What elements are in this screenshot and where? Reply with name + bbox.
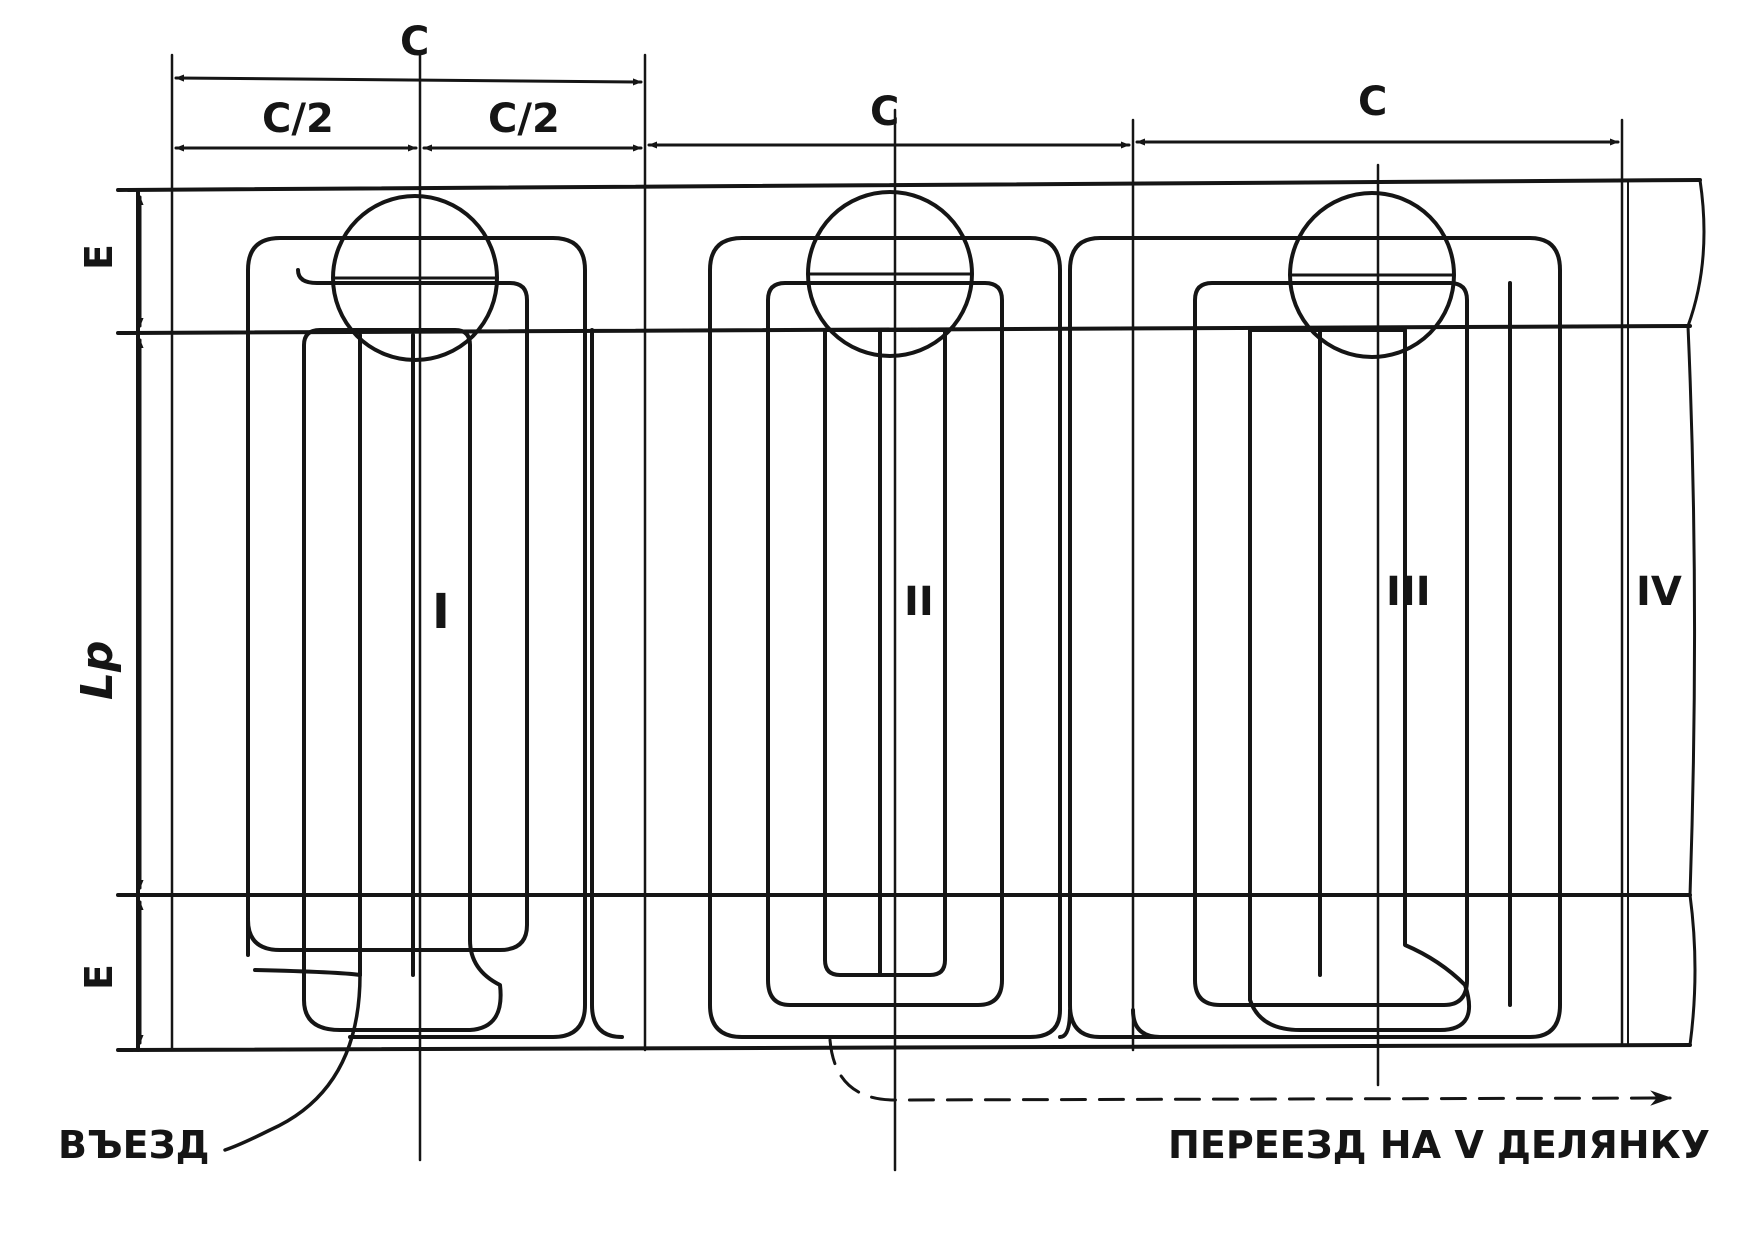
plot-2-passes [590,190,1072,1039]
entry-route [223,973,362,1152]
center-lines [418,53,1380,1172]
plot-3-label: III [1386,569,1431,615]
transfer-label: ПЕРЕЕЗД НА V ДЕЛЯНКУ [1168,1123,1710,1167]
dim-e-bottom-label: E [77,964,121,990]
dim-c-right-label: C [1358,79,1387,125]
dim-c-top-label: C [400,19,429,65]
plot-4-label: IV [1636,569,1682,615]
dim-c-mid-label: C [870,89,899,135]
dim-half-left-label: C/2 [262,96,334,142]
dim-lp-label: Lp [72,640,123,700]
plot-1-passes [246,194,587,1039]
plot-boundaries [170,53,1624,1052]
dim-half-right-label: C/2 [488,96,560,142]
dimension-lines [136,74,1620,1045]
plot-3-passes [1068,191,1562,1039]
transfer-route [828,1038,1673,1106]
plot-1-label: I [432,584,450,640]
dim-e-top-label: E [77,244,121,270]
plot-2-label: II [904,579,934,625]
entry-label: ВЪЕЗД [58,1123,209,1167]
